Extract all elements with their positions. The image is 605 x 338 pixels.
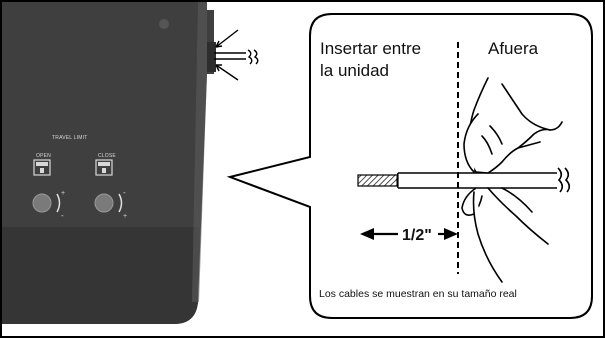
wire-end-icon: [357, 174, 399, 187]
measurement-indicator: 1/2": [360, 227, 458, 244]
close-plus-sign: +: [123, 213, 127, 220]
hand-illustration: [461, 77, 563, 283]
wire: [357, 167, 571, 193]
open-label: OPEN: [36, 153, 51, 159]
outside-label: Afuera: [488, 39, 539, 58]
close-arc-icon: [118, 193, 123, 213]
close-minus-sign: -: [123, 188, 126, 197]
close-switch[interactable]: [95, 159, 113, 176]
open-minus-sign: -: [61, 211, 64, 220]
panel-title: TRAVEL LIMIT: [52, 135, 87, 141]
open-adjust-knob[interactable]: [32, 193, 52, 213]
push-arrow-icon: [214, 29, 259, 81]
close-label: CLOSE: [98, 153, 116, 159]
travel-limit-panel: TRAVEL LIMIT OPEN CLOSE + - - +: [32, 135, 127, 220]
open-switch[interactable]: [33, 159, 51, 176]
close-adjust-knob[interactable]: [94, 193, 114, 213]
open-arc-icon: [56, 193, 61, 213]
callout-bubble: [226, 13, 593, 319]
caption: Los cables se muestran en su tamaño real: [319, 288, 517, 300]
double-arrow-icon: [557, 167, 564, 193]
inside-label-line1: Insertar entre: [320, 39, 421, 58]
inside-label-line2: la unidad: [320, 61, 389, 80]
measure-label: 1/2": [402, 227, 432, 244]
open-plus-sign: +: [61, 190, 65, 197]
